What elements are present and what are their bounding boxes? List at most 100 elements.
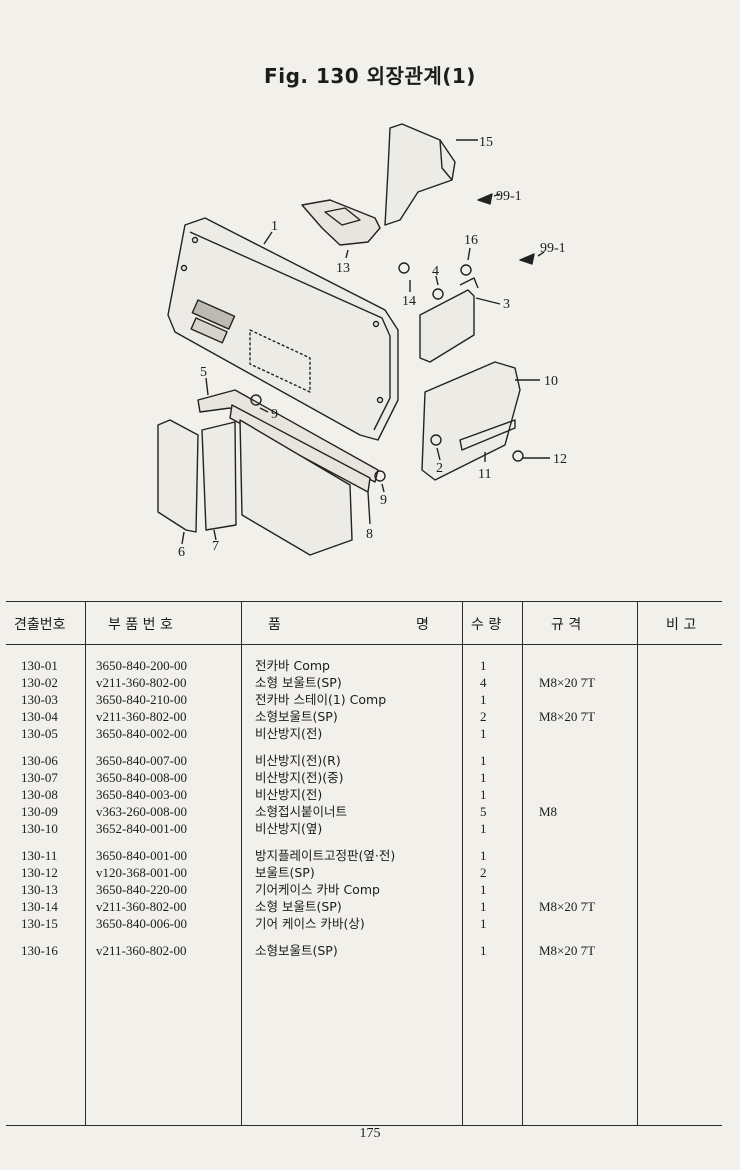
cell-qty: 1 bbox=[480, 882, 487, 897]
cell-part: 3650-840-001-00 bbox=[96, 848, 187, 863]
cell-name: 방지플레이트고정판(옆·전) bbox=[255, 848, 396, 863]
cell-part: v211-360-802-00 bbox=[96, 943, 187, 958]
table-row: 130-07 3650-840-008-00 비산방지(전)(중) 1 bbox=[6, 769, 722, 786]
cell-ref: 130-05 bbox=[21, 726, 58, 741]
cell-name: 보울트(SP) bbox=[255, 865, 315, 880]
callout-3: 3 bbox=[503, 297, 510, 312]
cell-ref: 130-14 bbox=[21, 899, 58, 914]
header-spec: 규 격 bbox=[551, 617, 582, 633]
callout-99-1a: 99-1 bbox=[496, 189, 522, 204]
cell-name: 전카바 Comp bbox=[255, 658, 330, 673]
cell-part: 3650-840-006-00 bbox=[96, 916, 187, 931]
cell-spec: M8×20 7T bbox=[539, 899, 596, 914]
cell-name: 소형접시붙이너트 bbox=[255, 804, 348, 819]
cell-part: v120-368-001-00 bbox=[96, 865, 187, 880]
cell-name: 비산방지(전) bbox=[255, 726, 323, 741]
callout-12: 12 bbox=[553, 452, 567, 467]
cell-qty: 4 bbox=[480, 675, 487, 690]
callout-14: 14 bbox=[402, 294, 416, 309]
callout-9a: 9 bbox=[271, 407, 278, 422]
cell-qty: 1 bbox=[480, 658, 487, 673]
cell-qty: 1 bbox=[480, 770, 487, 785]
cell-part: v211-360-802-00 bbox=[96, 899, 187, 914]
cell-qty: 5 bbox=[480, 804, 487, 819]
cell-name: 비산방지(전)(중) bbox=[255, 770, 344, 785]
callout-2: 2 bbox=[436, 461, 443, 476]
cell-ref: 130-04 bbox=[21, 709, 58, 724]
callout-10: 10 bbox=[544, 374, 558, 389]
cell-part: v211-360-802-00 bbox=[96, 709, 187, 724]
table-row: 130-04 v211-360-802-00 소형보울트(SP) 2 M8×20 7T bbox=[6, 708, 722, 725]
cell-part: 3650-840-008-00 bbox=[96, 770, 187, 785]
cell-name: 소형 보울트(SP) bbox=[255, 675, 342, 690]
table-header: 견출번호 부 품 번 호 품 명 수 량 규 격 비 고 bbox=[6, 602, 722, 645]
page-number: 175 bbox=[359, 1126, 381, 1141]
cell-qty: 2 bbox=[480, 865, 487, 880]
callout-5: 5 bbox=[200, 365, 207, 380]
cell-name: 비산방지(옆) bbox=[255, 821, 323, 836]
cell-spec: M8×20 7T bbox=[539, 675, 596, 690]
callout-99-1b: 99-1 bbox=[540, 241, 566, 256]
cell-qty: 1 bbox=[480, 753, 487, 768]
cell-spec: M8×20 7T bbox=[539, 943, 596, 958]
cell-part: 3650-840-007-00 bbox=[96, 753, 187, 768]
cell-ref: 130-11 bbox=[21, 848, 58, 863]
cell-qty: 1 bbox=[480, 726, 487, 741]
cell-ref: 130-09 bbox=[21, 804, 58, 819]
cell-spec: M8×20 7T bbox=[539, 709, 596, 724]
cell-name: 전카바 스테이(1) Comp bbox=[255, 692, 387, 707]
cell-ref: 130-07 bbox=[21, 770, 58, 785]
cell-part: 3650-840-200-00 bbox=[96, 658, 187, 673]
cell-part: v211-360-802-00 bbox=[96, 675, 187, 690]
cell-qty: 1 bbox=[480, 787, 487, 802]
cell-name: 소형 보울트(SP) bbox=[255, 899, 342, 914]
header-note: 비 고 bbox=[666, 617, 697, 633]
header-name-a: 품 bbox=[268, 617, 281, 633]
cell-qty: 1 bbox=[480, 692, 487, 707]
callout-4: 4 bbox=[432, 264, 439, 279]
cell-part: 3650-840-210-00 bbox=[96, 692, 187, 707]
header-name-b: 명 bbox=[416, 617, 429, 633]
cell-part: 3650-840-003-00 bbox=[96, 787, 187, 802]
exploded-parts-diagram: 1 2 3 4 5 6 7 8 9 9 10 11 12 13 14 15 16… bbox=[157, 123, 567, 560]
cell-ref: 130-10 bbox=[21, 821, 58, 836]
cell-name: 소형보울트(SP) bbox=[255, 943, 338, 958]
table-row: 130-09 v363-260-008-00 소형접시붙이너트 5 M8 bbox=[6, 803, 722, 820]
callout-8: 8 bbox=[366, 527, 373, 542]
table-row: 130-15 3650-840-006-00 기어 케이스 카바(상) 1 bbox=[6, 915, 722, 932]
cell-ref: 130-08 bbox=[21, 787, 58, 802]
callout-6: 6 bbox=[178, 545, 185, 560]
cell-ref: 130-06 bbox=[21, 753, 58, 768]
cell-spec: M8 bbox=[539, 804, 558, 819]
header-qty: 수 량 bbox=[471, 617, 502, 633]
cell-part: v363-260-008-00 bbox=[96, 804, 187, 819]
cell-qty: 1 bbox=[480, 821, 487, 836]
cell-ref: 130-15 bbox=[21, 916, 58, 931]
cell-ref: 130-13 bbox=[21, 882, 58, 897]
cell-name: 기어 케이스 카바(상) bbox=[255, 916, 365, 931]
page-title: Fig. 130 외장관계(1) bbox=[264, 64, 476, 88]
cell-qty: 2 bbox=[480, 709, 487, 724]
header-ref: 견출번호 bbox=[14, 617, 66, 633]
callout-16: 16 bbox=[464, 233, 478, 248]
cell-qty: 1 bbox=[480, 916, 487, 931]
cell-part: 3650-840-220-00 bbox=[96, 882, 187, 897]
callout-7: 7 bbox=[212, 539, 219, 554]
cell-name: 소형보울트(SP) bbox=[255, 709, 338, 724]
table-row: 130-14 v211-360-802-00 소형 보울트(SP) 1 M8×20 7T bbox=[6, 898, 722, 915]
cell-qty: 1 bbox=[480, 899, 487, 914]
cell-ref: 130-16 bbox=[21, 943, 58, 958]
table-row: 130-02 v211-360-802-00 소형 보울트(SP) 4 M8×20 7T bbox=[6, 674, 722, 691]
callout-13: 13 bbox=[336, 261, 350, 276]
cell-ref: 130-02 bbox=[21, 675, 58, 690]
